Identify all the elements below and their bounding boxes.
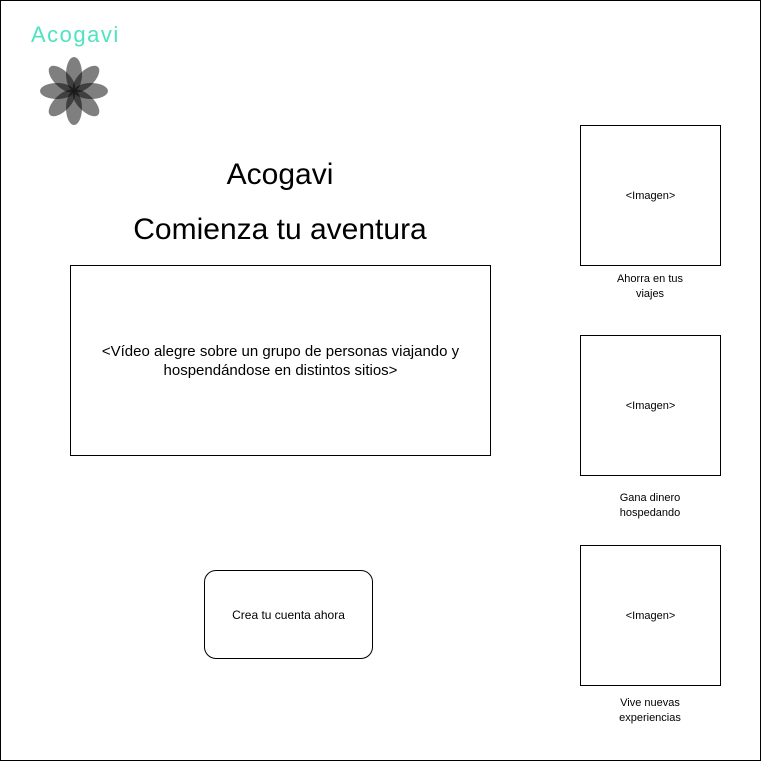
page-subtitle: Comienza tu aventura bbox=[133, 213, 427, 246]
flower-logo-icon bbox=[40, 57, 108, 125]
feature-caption-savings: Ahorra en tus viajes bbox=[590, 272, 710, 302]
caption-line: Ahorra en tus bbox=[616, 273, 684, 285]
caption-line: viajes bbox=[635, 288, 665, 300]
feature-image-savings: <Imagen> bbox=[580, 125, 721, 266]
feature-image-label: <Imagen> bbox=[625, 609, 676, 622]
video-placeholder-label: <Vídeo alegre sobre un grupo de personas… bbox=[101, 342, 460, 379]
caption-line: experiencias bbox=[619, 712, 681, 724]
feature-image-earn: <Imagen> bbox=[580, 335, 721, 476]
caption-line: Gana dinero bbox=[619, 492, 681, 504]
caption-line: hospedando bbox=[619, 507, 681, 519]
feature-image-experiences: <Imagen> bbox=[580, 545, 721, 686]
feature-caption-earn: Gana dinero hospedando bbox=[590, 491, 710, 521]
feature-caption-experiences: Vive nuevas experiencias bbox=[590, 696, 710, 726]
brand-wordmark: Acogavi bbox=[31, 22, 120, 47]
video-placeholder[interactable]: <Vídeo alegre sobre un grupo de personas… bbox=[70, 265, 491, 456]
caption-line: Vive nuevas bbox=[620, 697, 680, 709]
feature-image-label: <Imagen> bbox=[625, 189, 676, 202]
feature-image-label: <Imagen> bbox=[625, 399, 676, 412]
create-account-button[interactable]: Crea tu cuenta ahora bbox=[204, 570, 373, 659]
page-title: Acogavi bbox=[226, 158, 334, 191]
